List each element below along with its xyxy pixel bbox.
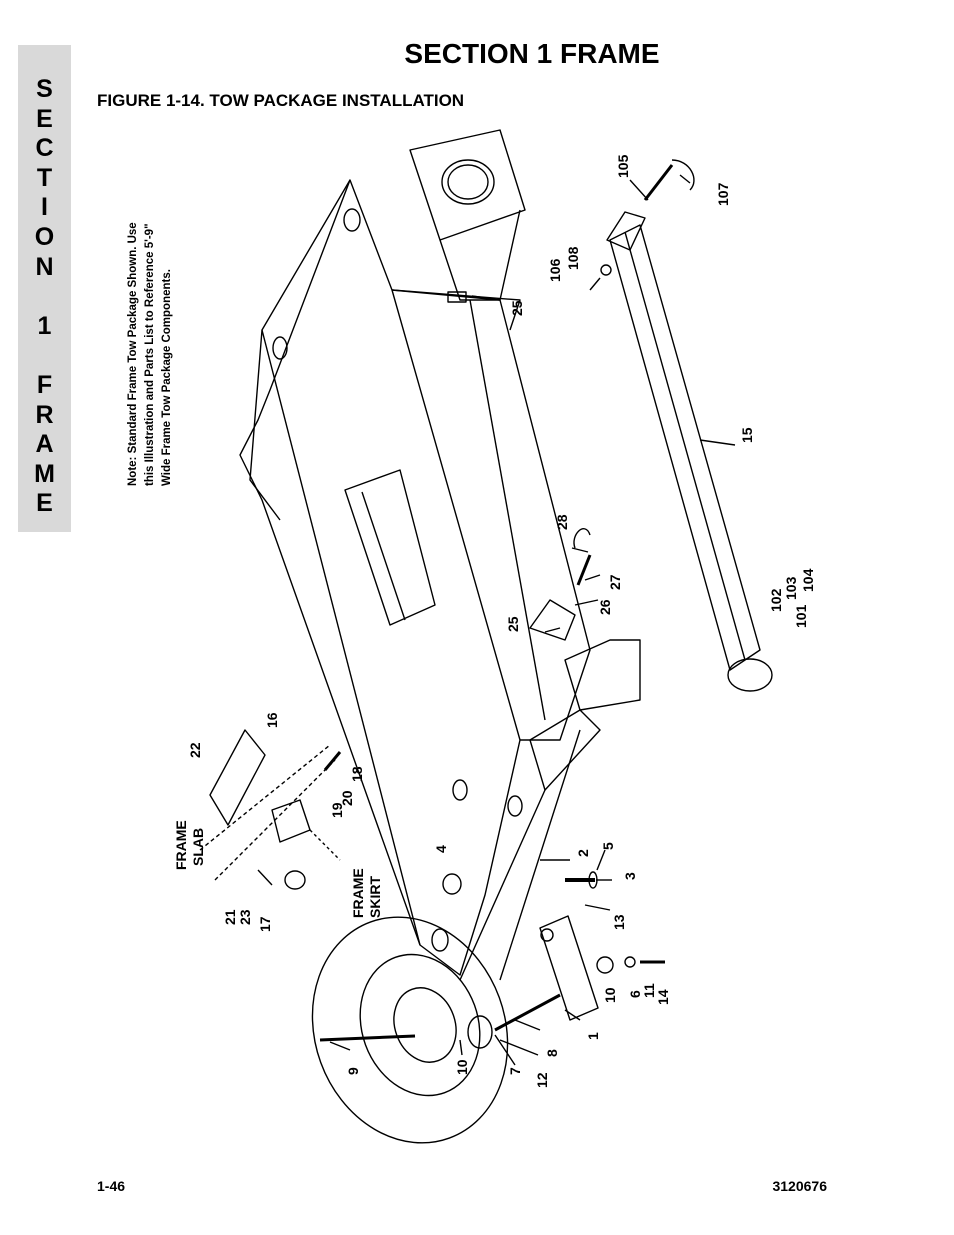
tab-letter: N [35,252,54,281]
callout-5: 5 [600,842,616,850]
page-number: 1-46 [97,1178,126,1194]
callout-106: 106 [547,258,563,282]
tab-letter: F [36,370,53,399]
callout-13: 13 [611,914,627,930]
callout-16: 16 [264,712,280,728]
callout-6: 6 [627,990,643,998]
tab-letter: I [41,193,48,222]
section-title: SECTION 1 FRAME [0,38,954,70]
wheel-tire [311,916,509,1144]
callout-102: 102 [768,588,784,612]
axle-bracket [564,639,641,711]
callout-18: 18 [349,766,365,782]
frame-plate-edge [249,179,351,521]
callout-14: 14 [655,989,671,1005]
callout-107: 107 [715,182,731,206]
tab-letter: 1 [37,311,52,340]
tab-letter: A [35,430,54,459]
callout-27: 27 [607,574,623,590]
tab-letter: E [36,104,53,133]
section-side-tab: S E C T I O N 1 F R A M E [18,45,71,532]
callout-23: 23 [237,909,253,925]
callout-25-mid: 25 [505,616,521,632]
callout-8: 8 [544,1049,560,1057]
tow-bar-clevis [606,211,646,251]
callout-26: 26 [597,599,613,615]
callout-3: 3 [622,872,638,880]
callout-103: 103 [783,576,799,600]
hitch-bracket [529,599,576,641]
label-frame-skirt-1: FRAME [350,868,366,918]
callout-9: 9 [345,1067,361,1075]
section-tab-letters: S E C T I O N 1 F R A M E [18,75,71,519]
callout-21: 21 [222,909,238,925]
tab-letter: O [34,222,55,251]
callout-11: 11 [641,983,657,998]
callout-20: 20 [339,790,355,806]
callout-108: 108 [565,246,581,270]
label-frame-skirt-2: SKIRT [367,876,383,918]
label-frame-slab-2: SLAB [190,828,206,866]
tow-bar [609,224,761,671]
callout-25-top: 25 [509,300,525,316]
callout-28: 28 [554,514,570,530]
callout-17: 17 [257,916,273,932]
callout-1: 1 [585,1032,601,1040]
rear-mount-box [409,129,526,241]
callout-19: 19 [329,802,345,818]
callout-22: 22 [187,742,203,758]
section-title-text: SECTION 1 FRAME [404,38,660,69]
side-channel [391,289,591,741]
tab-letter: S [36,75,53,103]
callout-101: 101 [793,604,809,628]
callout-12: 12 [534,1072,550,1088]
tab-letter: M [34,459,55,488]
callout-105: 105 [615,154,631,178]
label-frame-slab-1: FRAME [173,820,189,870]
figure-title: FIGURE 1-14. TOW PACKAGE INSTALLATION [97,91,465,110]
tab-letter: C [35,134,54,163]
frame-slab-plate [209,729,266,826]
hitch-plate [539,915,599,1021]
callout-10-right: 10 [602,987,618,1003]
callout-7: 7 [507,1067,523,1075]
plate-slot [344,469,436,626]
tab-letter: R [35,400,54,429]
callout-10-left: 10 [454,1059,470,1075]
callout-2: 2 [575,849,591,857]
callout-104: 104 [800,568,816,592]
callout-4: 4 [433,845,449,853]
tab-letter: E [36,489,53,518]
document-number: 3120676 [772,1178,827,1194]
tab-letter: T [36,163,53,192]
callout-15: 15 [739,427,755,443]
